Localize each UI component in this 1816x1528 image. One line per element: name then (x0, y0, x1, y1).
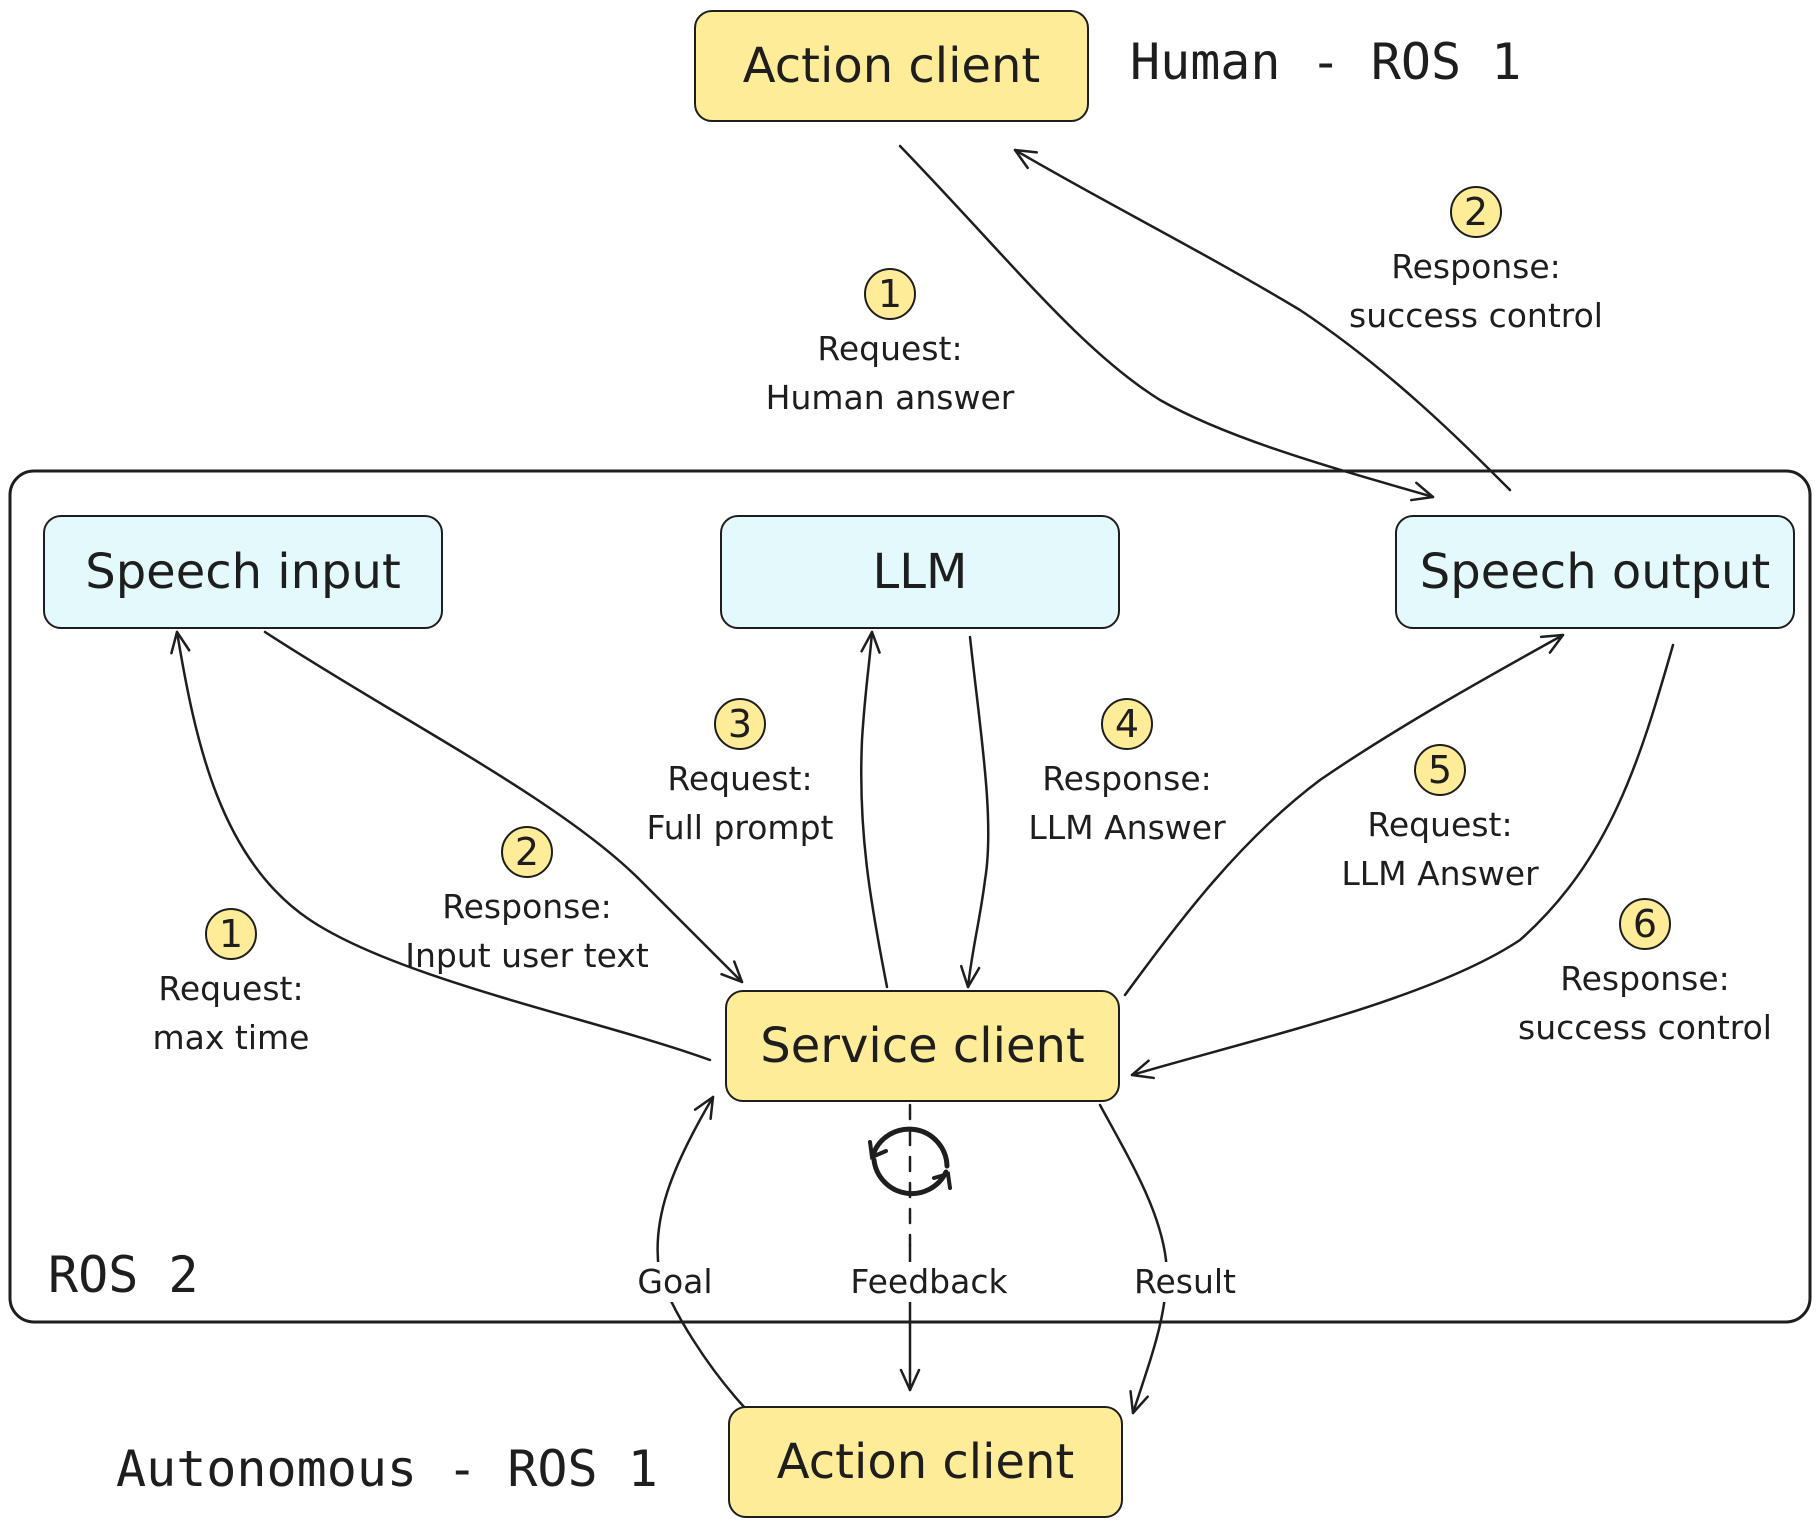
node-speech-input: Speech input (43, 515, 443, 629)
step-3: 3 Request: Full prompt (610, 698, 870, 852)
step-top-2: 2 Response: success control (1346, 186, 1606, 340)
step-badge: 1 (205, 908, 257, 960)
step-line1: Response: (442, 887, 612, 926)
step-badge: 5 (1414, 744, 1466, 796)
label-result: Result (1128, 1262, 1242, 1302)
step-line1: Request: (1367, 805, 1513, 844)
step-line2: success control (1518, 1008, 1772, 1047)
step-2: 2 Response: Input user text (397, 826, 657, 980)
step-line1: Request: (667, 759, 813, 798)
step-line2: LLM Answer (1028, 808, 1226, 847)
arrow-human-request (898, 144, 1435, 502)
arrow-step6-response (1130, 643, 1675, 1080)
step-line2: Full prompt (646, 808, 834, 847)
step-line1: Response: (1560, 959, 1730, 998)
step-line2: success control (1349, 296, 1603, 335)
step-badge: 6 (1619, 898, 1671, 950)
step-line2: LLM Answer (1341, 854, 1539, 893)
step-badge: 2 (1450, 186, 1502, 238)
node-service-client: Service client (725, 990, 1120, 1102)
step-line1: Request: (158, 969, 304, 1008)
step-top-1: 1 Request: Human answer (760, 268, 1020, 422)
arrow-goal (656, 1095, 747, 1410)
node-llm: LLM (720, 515, 1120, 629)
arrow-result (1098, 1103, 1168, 1415)
arrow-step5-request (1123, 633, 1565, 997)
arrow-step4-response (959, 635, 990, 989)
step-line1: Response: (1391, 247, 1561, 286)
step-line2: Input user text (405, 936, 649, 975)
label-goal: Goal (631, 1262, 719, 1302)
arrow-step2-response (263, 630, 744, 984)
step-6: 6 Response: success control (1515, 898, 1775, 1052)
step-4: 4 Response: LLM Answer (997, 698, 1257, 852)
group-label-ros2: ROS 2 (48, 1246, 199, 1304)
step-badge: 3 (714, 698, 766, 750)
node-action-client-bottom: Action client (728, 1406, 1123, 1518)
step-badge: 1 (864, 268, 916, 320)
step-5: 5 Request: LLM Answer (1310, 744, 1570, 898)
group-label-autonomous: Autonomous - ROS 1 (116, 1440, 658, 1498)
group-label-human: Human - ROS 1 (1130, 33, 1522, 91)
label-feedback: Feedback (844, 1262, 1014, 1302)
node-action-client-top: Action client (694, 10, 1089, 122)
step-badge: 2 (501, 826, 553, 878)
step-line2: max time (152, 1018, 310, 1057)
arrow-step3-request (859, 630, 889, 989)
node-speech-output: Speech output (1395, 515, 1795, 629)
step-line2: Human answer (765, 378, 1015, 417)
step-line1: Response: (1042, 759, 1212, 798)
refresh-icon (868, 1126, 952, 1197)
arrow-human-response (1013, 148, 1512, 492)
step-1: 1 Request: max time (101, 908, 361, 1062)
step-line1: Request: (817, 329, 963, 368)
step-badge: 4 (1101, 698, 1153, 750)
arrow-step1-request (170, 630, 712, 1062)
